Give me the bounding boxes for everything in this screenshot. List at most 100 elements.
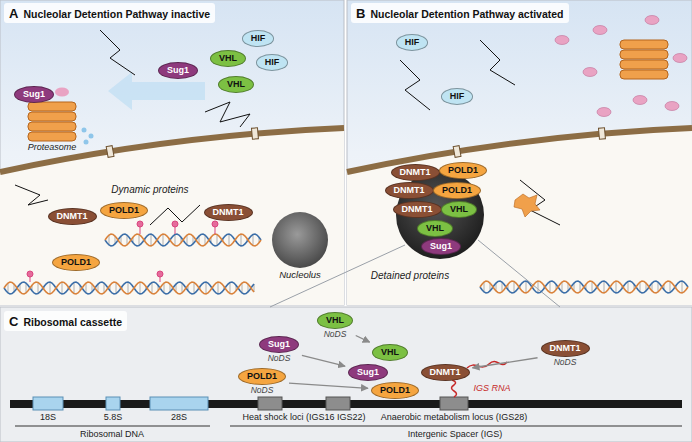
protein-name: POLD1 xyxy=(100,202,148,219)
dna-strand xyxy=(4,282,254,294)
protein-oval: DNMT1 xyxy=(391,164,440,181)
base-pair xyxy=(38,282,39,293)
pore xyxy=(598,128,605,139)
mark-dot xyxy=(212,221,218,227)
protein-oval: Sug1NoDS xyxy=(259,336,299,364)
protein-name: POLD1 xyxy=(238,368,286,385)
panel-title: Ribosomal cassette xyxy=(23,316,122,328)
motion-path xyxy=(480,40,515,85)
base-pair xyxy=(550,281,551,292)
proteasome-ring xyxy=(28,112,76,121)
proteasome-ring xyxy=(28,132,76,141)
base-pair xyxy=(670,281,671,292)
protein-oval: POLD1 xyxy=(371,382,419,399)
panel-title: Nucleolar Detention Pathway activated xyxy=(370,8,563,20)
protein-oval: VHL xyxy=(372,344,408,361)
dna-strand xyxy=(480,281,688,293)
figure-label: 28S xyxy=(171,412,187,423)
mark-dot xyxy=(27,271,33,277)
base-pair xyxy=(206,282,207,294)
pore xyxy=(453,146,461,158)
base-pair xyxy=(139,234,140,245)
ribosomal-cassette xyxy=(10,361,682,426)
protein-oval: HIF xyxy=(441,88,474,105)
figure-panel: Sug1Sug1HIFVHLHIFVHLDNMT1POLD1DNMT1POLD1… xyxy=(0,0,344,305)
motion-path xyxy=(15,185,48,205)
recruitment-arrow xyxy=(472,358,537,368)
mark-dot xyxy=(172,221,178,227)
rdna-segment xyxy=(106,397,120,410)
small-protein xyxy=(633,96,647,105)
base-pair xyxy=(538,281,539,293)
recruitment-arrow xyxy=(289,383,368,388)
signal-label: NoDS xyxy=(317,329,353,340)
nucleus-ground xyxy=(347,128,692,305)
protein-oval: HIF xyxy=(396,34,429,51)
proteasome xyxy=(28,102,76,141)
panel-heading: CRibosomal cassette xyxy=(4,311,127,331)
figure-panel: HIFHIFDNMT1POLD1DNMT1POLD1DNMT1VHLVHLSug… xyxy=(347,0,692,305)
base-pair xyxy=(229,234,230,246)
flow-arrow xyxy=(108,72,205,110)
base-pair xyxy=(50,282,51,294)
protein-name: Sug1 xyxy=(421,238,461,255)
dna-strand xyxy=(480,281,688,293)
base-pair xyxy=(526,281,527,293)
protein-name: POLD1 xyxy=(371,382,419,399)
protein-oval: Sug1 xyxy=(421,238,461,255)
methylation-marks xyxy=(27,221,218,282)
protein-name: HIF xyxy=(396,34,429,51)
cytoplasm-ground xyxy=(347,0,692,305)
proteasome-ring xyxy=(28,122,76,131)
peptide-dot xyxy=(89,134,94,139)
protein-oval: HIF xyxy=(242,30,275,47)
proteasome xyxy=(620,40,668,79)
base-pair xyxy=(682,281,683,293)
protein-name: Sug1 xyxy=(259,336,299,353)
bracket-line xyxy=(230,426,682,427)
nucleolus-circle: Nucleolus xyxy=(271,211,329,281)
protein-oval: Sug1 xyxy=(14,86,54,103)
base-pair xyxy=(116,282,117,293)
protein-oval: Sug1 xyxy=(348,364,388,381)
figure-label: Anaerobic metabolism locus (IGS28) xyxy=(381,412,528,423)
protein-name: DNMT1 xyxy=(48,208,97,225)
protein-name: VHL xyxy=(441,201,477,218)
protein-oval: DNMT1 xyxy=(421,364,470,381)
nucleus-ground xyxy=(0,128,344,305)
small-protein xyxy=(597,108,611,117)
recruitment-arrow xyxy=(302,355,345,366)
panel-letter: A xyxy=(9,6,18,21)
proteasome-ring xyxy=(620,40,668,49)
pore xyxy=(251,128,258,139)
protein-name: DNMT1 xyxy=(421,364,470,381)
rdna-segment xyxy=(33,397,63,410)
protein-name: Sug1 xyxy=(158,62,198,79)
motion-path xyxy=(205,102,250,127)
zoom-line xyxy=(478,240,560,307)
base-pair xyxy=(217,234,218,245)
igs-locus xyxy=(258,397,282,410)
protein-name: DNMT1 xyxy=(391,164,440,181)
proteasome-ring xyxy=(620,70,668,79)
protein-oval: Sug1 xyxy=(158,62,198,79)
protein-oval: POLD1 xyxy=(100,202,148,219)
figure-label: Intergenic Spacer (IGS) xyxy=(408,429,503,440)
figure-label: Ribosomal DNA xyxy=(80,429,144,440)
base-pair xyxy=(194,282,195,293)
figure-label: 18S xyxy=(40,412,56,423)
protein-name: POLD1 xyxy=(439,162,487,179)
protein-name: HIF xyxy=(441,88,474,105)
base-pair xyxy=(140,282,141,294)
protein-oval: DNMT1 xyxy=(393,201,442,218)
peptide-dot xyxy=(84,140,89,145)
protein-name: HIF xyxy=(242,30,275,47)
base-pair xyxy=(604,281,605,293)
protein-name: Sug1 xyxy=(14,86,54,103)
base-pair xyxy=(175,234,176,245)
base-pair xyxy=(592,281,593,292)
dna-helix xyxy=(480,281,688,293)
protein-oval: DNMT1NoDS xyxy=(541,340,590,368)
base-pair xyxy=(218,282,219,294)
